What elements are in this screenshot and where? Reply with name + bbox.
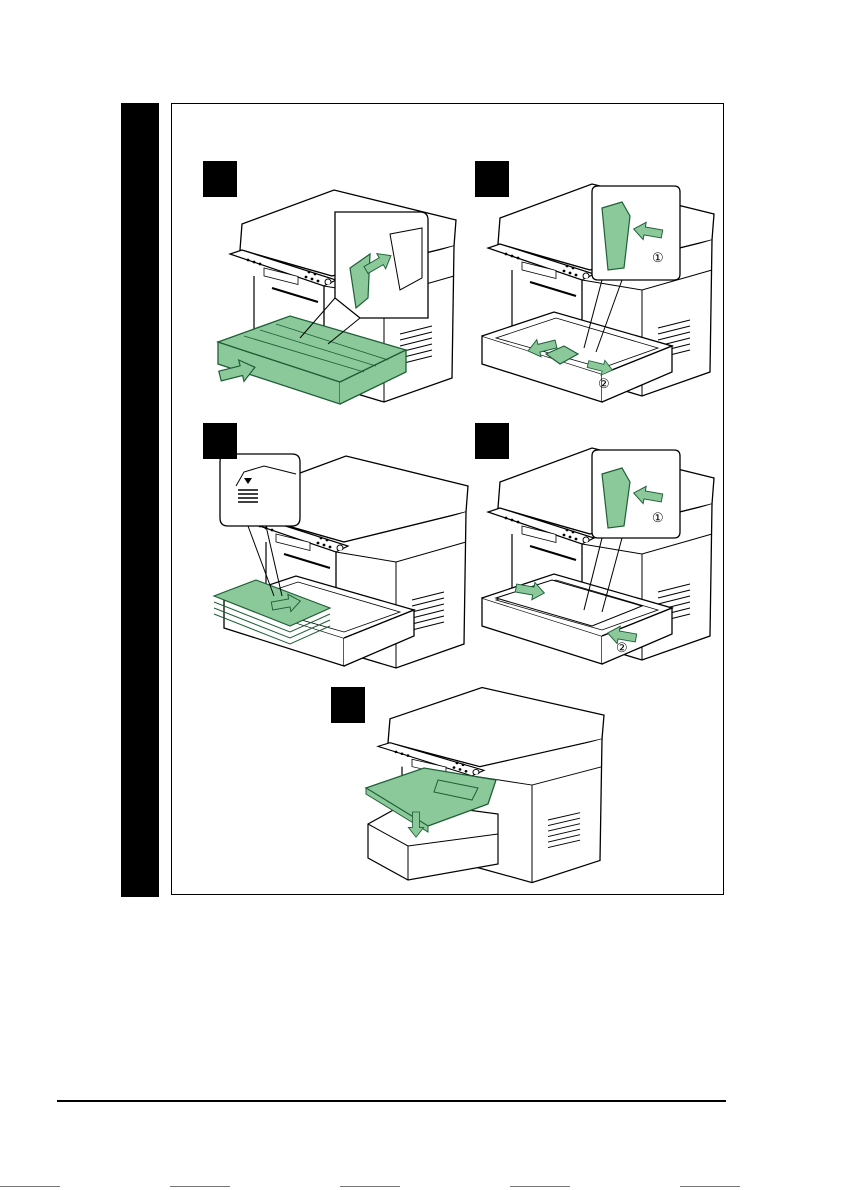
step-5-illustration bbox=[328, 684, 598, 884]
step-2-callout-2: ② bbox=[598, 376, 610, 391]
step-3-illustration bbox=[200, 420, 450, 665]
step-1-illustration bbox=[200, 158, 450, 403]
step-4-illustration: ② ① bbox=[472, 420, 702, 665]
step-4-callout-1: ① bbox=[652, 510, 664, 525]
step-1-badge bbox=[203, 161, 237, 197]
section-sidebar bbox=[121, 103, 159, 897]
step-3-drawing bbox=[200, 420, 450, 665]
bottom-crop-marks bbox=[0, 1183, 841, 1190]
step-2-illustration: ② ① bbox=[472, 158, 702, 403]
step-2-callout-1: ① bbox=[652, 250, 664, 265]
step-5-drawing bbox=[328, 684, 598, 884]
step-2-badge bbox=[475, 161, 509, 197]
footer-rule bbox=[57, 1100, 726, 1102]
step-4-callout-2: ② bbox=[616, 640, 628, 655]
step-4-badge bbox=[475, 423, 509, 459]
step-5-badge bbox=[331, 687, 365, 723]
step-3-badge bbox=[203, 423, 237, 459]
step-1-drawing bbox=[200, 158, 450, 403]
